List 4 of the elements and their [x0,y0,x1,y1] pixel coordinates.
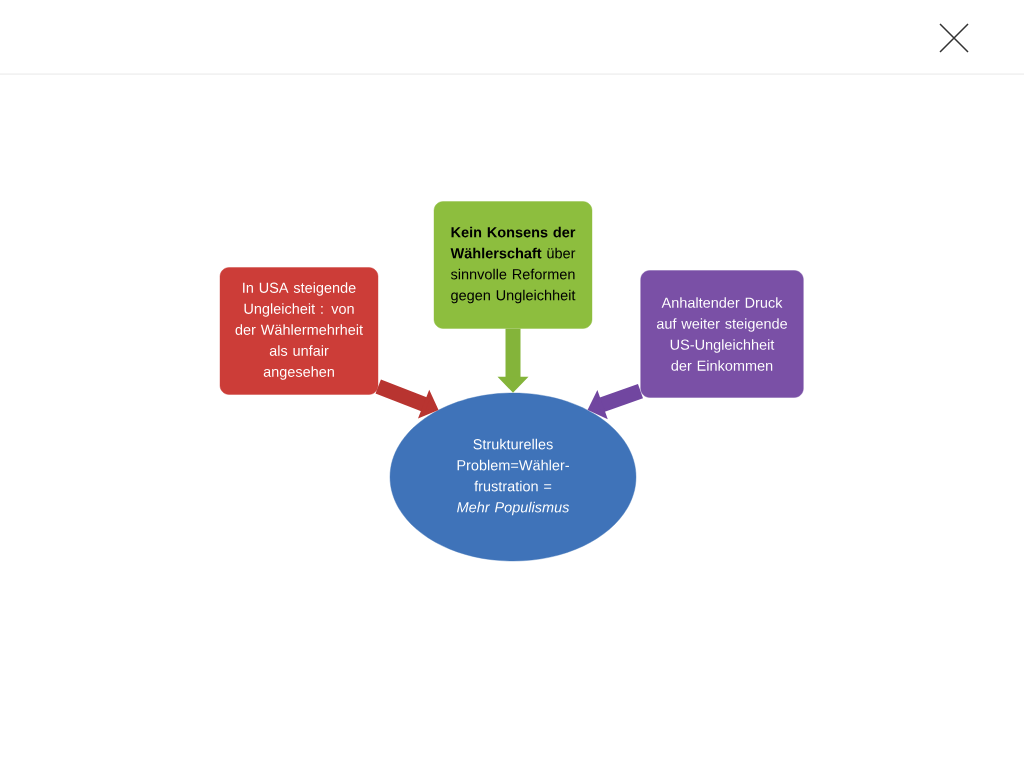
callout-box: Anhaltender Druck auf weiter steigende US-Ungleichheit der Einkommen [640,270,804,398]
callout-box: In USA steigende Ungleicheit : von der Wählermehrheit als unfair angesehen [219,267,379,395]
ellipse-node: Strukturelles Problem=Wähler-frustration = Mehr Populismus [389,392,637,562]
callout-box: Kein Konsens der Wählerschaft über sinnvolle Reformen gegen Ungleichheit [433,201,593,329]
